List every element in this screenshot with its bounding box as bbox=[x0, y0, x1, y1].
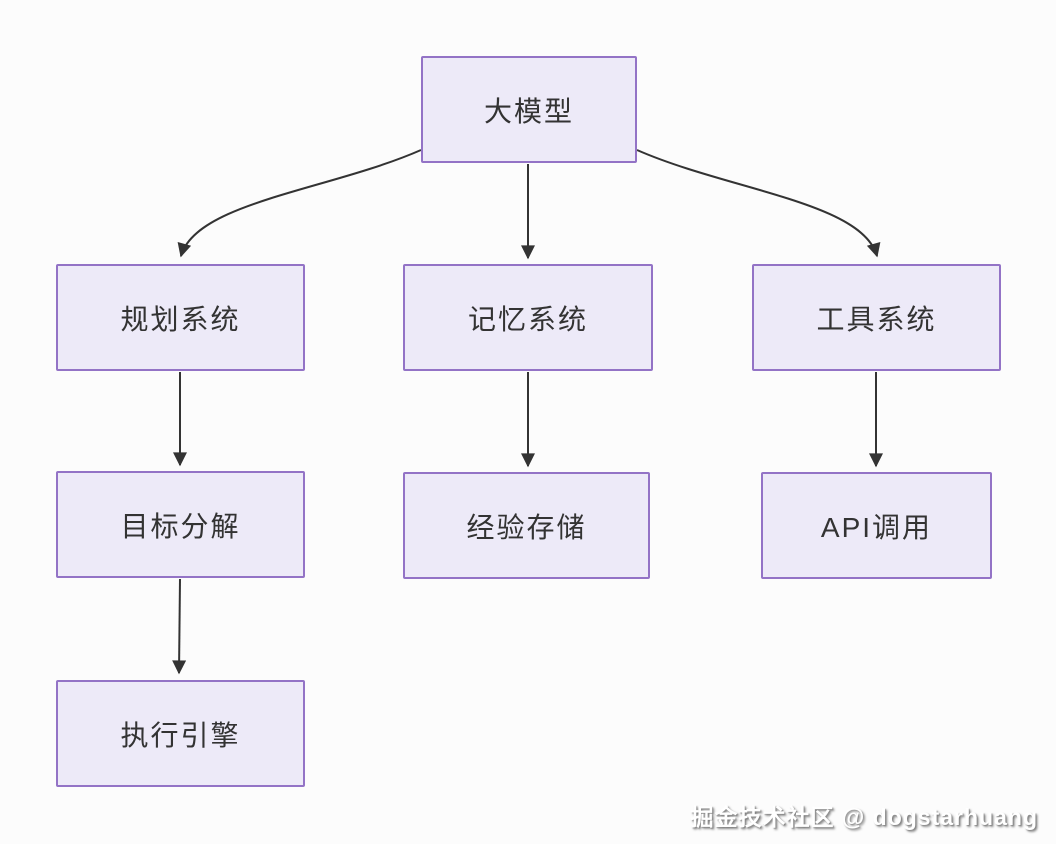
node-api-call-label: API调用 bbox=[820, 511, 933, 543]
node-execution-engine-label: 执行引擎 bbox=[120, 719, 241, 751]
node-memory-system: 记忆系统 bbox=[403, 264, 653, 371]
node-memory-system-label: 记忆系统 bbox=[467, 303, 588, 335]
node-planning-system-label: 规划系统 bbox=[120, 303, 241, 335]
node-llm-label: 大模型 bbox=[483, 95, 574, 127]
node-goal-decomposition-label: 目标分解 bbox=[120, 510, 241, 542]
edge-llm-to-tools bbox=[636, 149, 881, 258]
node-planning-system: 规划系统 bbox=[56, 264, 305, 371]
node-llm: 大模型 bbox=[421, 56, 637, 163]
node-goal-decomposition: 目标分解 bbox=[56, 471, 305, 578]
watermark: 掘金技术社区 @ dogstarhuang bbox=[690, 804, 1038, 830]
node-tool-system: 工具系统 bbox=[752, 264, 1001, 371]
node-execution-engine: 执行引擎 bbox=[56, 680, 305, 787]
node-experience-storage: 经验存储 bbox=[403, 472, 650, 579]
edge-llm-to-planning bbox=[177, 149, 422, 258]
node-api-call: API调用 bbox=[761, 472, 992, 579]
edge-goal-to-execution bbox=[172, 578, 187, 675]
node-experience-storage-label: 经验存储 bbox=[466, 511, 587, 543]
node-tool-system-label: 工具系统 bbox=[816, 303, 937, 335]
